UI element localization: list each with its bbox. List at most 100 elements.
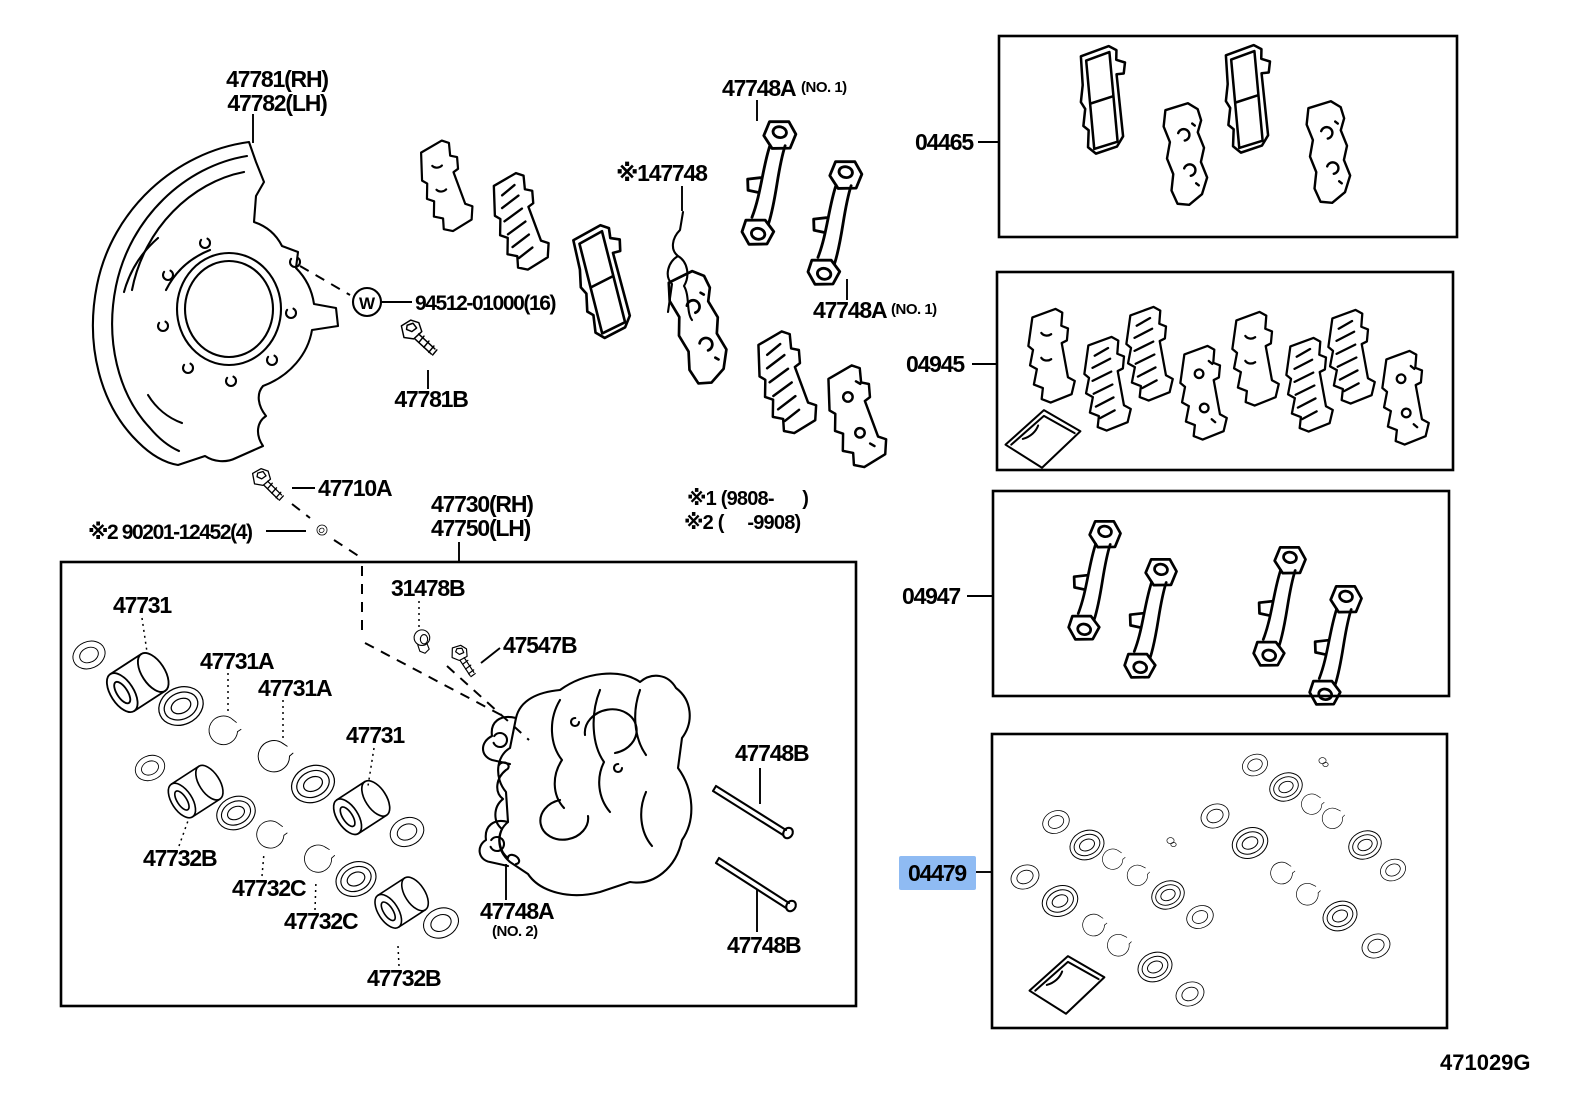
pad-wear-indicator-wire-drawing [668,212,692,320]
snap-ring-47732c-drawing [253,817,290,852]
pad-guide-rod-drawing [713,786,795,840]
anti-squeal-shim-drawing [818,360,893,474]
dashed-leader-plate-to-w [299,265,351,296]
callout-47748a-no2[interactable]: 47748A [480,898,555,924]
bolt-47710a-drawing [248,466,288,502]
w-symbol-circle [353,288,381,316]
kit-pin-drawing [1245,540,1310,672]
piston-47732b-drawing [161,759,230,824]
snap-ring-47731a-drawing [254,735,298,777]
kit-box-04465 [997,34,1459,239]
bleeder-cap-drawing [1318,757,1329,767]
callout-no2: (NO. 2) [492,923,538,940]
callout-47731a-right[interactable]: 47731A [258,675,333,701]
callout-47782-lh[interactable]: 47782(LH) [227,90,328,116]
piston-47731-drawing [327,775,397,840]
callout-47732b-left[interactable]: 47732B [143,845,218,871]
callout-90201[interactable]: ※2 90201-12452(4) [88,521,253,544]
callout-47731a-left[interactable]: 47731A [200,648,275,674]
dashed-bolt-washer [291,503,361,558]
note-asterisk-2: ※2 ( -9908) [684,512,801,534]
kit-pin-drawing [1116,552,1181,684]
piston-47731-drawing [99,646,176,719]
snap-ring-47732c-drawing [300,840,339,877]
anti-squeal-shim-hatched-drawing [484,168,555,276]
callout-31478b[interactable]: 31478B [391,575,466,601]
pad-support-pin-drawing [733,114,800,251]
callout-47731-right[interactable]: 47731 [346,722,407,748]
kit-pin-drawing [1060,514,1125,646]
seal-kit-drawing [1006,749,1410,1015]
kit-pad-outer-drawing [1219,42,1281,155]
kit-pad-inner-drawing [1303,98,1355,206]
piston-seal-drawing [284,758,342,810]
washer-90201-drawing [316,524,328,536]
callout-47781-rh[interactable]: 47781(RH) [226,66,329,92]
brake-pad-inner-drawing [662,266,736,389]
highlight-04479-bg[interactable] [899,856,976,890]
callout-no1-bottom: (NO. 1) [891,301,937,318]
callout-47781b[interactable]: 47781B [394,386,469,412]
bleeder-cap-drawing [1166,837,1177,847]
figure-code: 471029G [1440,1050,1531,1075]
callout-47748b-bottom[interactable]: 47748B [727,932,802,958]
piston-boot-drawing [385,811,429,853]
callout-04947[interactable]: 04947 [902,583,962,609]
dashed-assembly-lines [361,566,530,741]
callout-47547b[interactable]: 47547B [503,632,578,658]
kit-pad-inner-drawing [1160,100,1212,208]
pad-guide-rod-drawing [716,858,798,913]
note-asterisk-1: ※1 (9808- ) [687,488,808,510]
callout-47710a[interactable]: 47710A [318,475,393,501]
callout-04465[interactable]: 04465 [915,129,976,155]
pad-support-pin-drawing [799,154,866,291]
bleeder-fitting-47547b-drawing [444,642,484,679]
kit-shim-holes-drawing [1378,348,1432,448]
kit-pin-drawing [1301,579,1366,711]
callout-47748a-no1-bottom[interactable]: 47748A [813,297,888,323]
highlight-04479[interactable]: 04479 [899,856,976,890]
kit-shim-drawing [1024,306,1078,406]
bleeder-plug-31478b-drawing [413,629,431,654]
callout-47730-rh[interactable]: 47730(RH) [431,491,534,517]
callout-47732c-left[interactable]: 47732C [232,875,307,901]
anti-squeal-shim-hatched-drawing [748,326,823,440]
kit-shim-hatched-drawing [1324,307,1378,407]
bolt-47781b-drawing [397,318,442,357]
callout-94512[interactable]: 94512-01000(16) [415,292,557,315]
piston-seal-drawing [151,679,211,733]
pad-wear-indicator-wire-drawing [495,762,519,864]
w-symbol-label: W [359,294,376,313]
callout-no1-top: (NO. 1) [801,79,847,96]
kit-shim-holes-drawing [1176,343,1230,443]
snap-ring-47731a-drawing [206,712,244,748]
callout-47732c-right[interactable]: 47732C [284,908,359,934]
callout-04945[interactable]: 04945 [906,351,967,377]
callout-04479[interactable]: 04479 [908,860,968,886]
kit-shim-hatched-drawing [1282,335,1336,435]
callout-47748b-top[interactable]: 47748B [735,740,810,766]
leader-47547b [480,647,501,664]
backing-plate-drawing [93,142,338,465]
piston-boot-drawing [130,750,170,786]
kit-pad-outer-drawing [1074,43,1136,156]
callout-47748a-no1-top[interactable]: 47748A [722,75,797,101]
kit-shim-hatched-drawing [1080,334,1134,434]
kit-box-04945 [995,270,1455,472]
grease-packet-drawing [1004,409,1082,469]
callout-47731-left[interactable]: 47731 [113,592,174,618]
grease-packet-drawing [1028,955,1106,1015]
kit-box-04479 [990,732,1449,1030]
kit-shim-drawing [1228,309,1282,409]
piston-boot-drawing [67,635,111,675]
brake-pad-outer-drawing [565,220,645,342]
piston-boot-drawing [418,901,464,945]
callout-47750-lh[interactable]: 47750(LH) [431,515,532,541]
callout-147748[interactable]: ※147748 [616,160,709,186]
callout-47732b-right[interactable]: 47732B [367,965,442,991]
piston-seal-drawing [210,789,262,837]
dotted-leaders [141,617,400,967]
piston-seal-drawing [329,854,383,904]
